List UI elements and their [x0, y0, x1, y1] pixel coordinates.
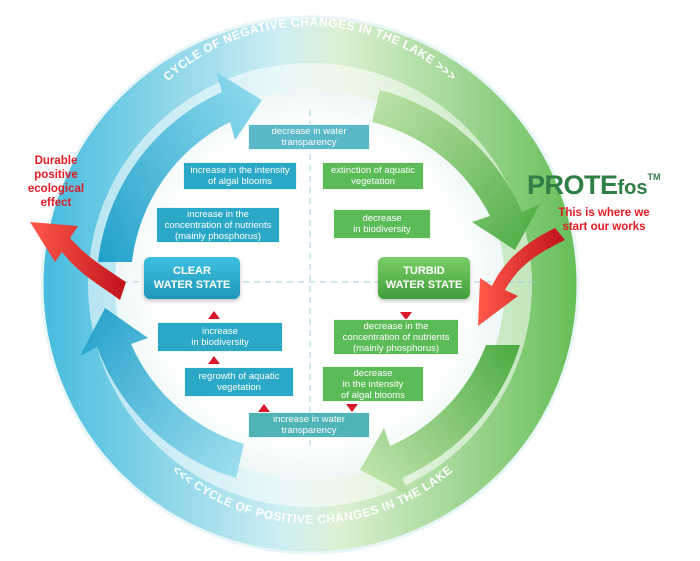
marker-down-1 — [400, 312, 412, 320]
negative-cycle-arrow-left — [98, 72, 262, 262]
durable-effect-label: Durable positive ecological effect — [27, 155, 85, 209]
marker-up-3 — [258, 404, 270, 412]
marker-up-2 — [208, 356, 220, 364]
positive-cycle-arrow-left — [80, 308, 244, 478]
start-works-label: This is where we start our works — [558, 207, 650, 233]
marker-down-2 — [346, 404, 358, 412]
protefos-logo: PROTEfosTM — [527, 170, 661, 200]
positive-cycle-arrow-right — [360, 345, 520, 496]
right-red-arrow — [478, 228, 565, 326]
outer-disc-rim — [40, 15, 580, 555]
marker-up-1 — [208, 311, 220, 319]
negative-cycle-arrow-right — [372, 90, 540, 250]
left-red-arrow — [30, 222, 126, 300]
